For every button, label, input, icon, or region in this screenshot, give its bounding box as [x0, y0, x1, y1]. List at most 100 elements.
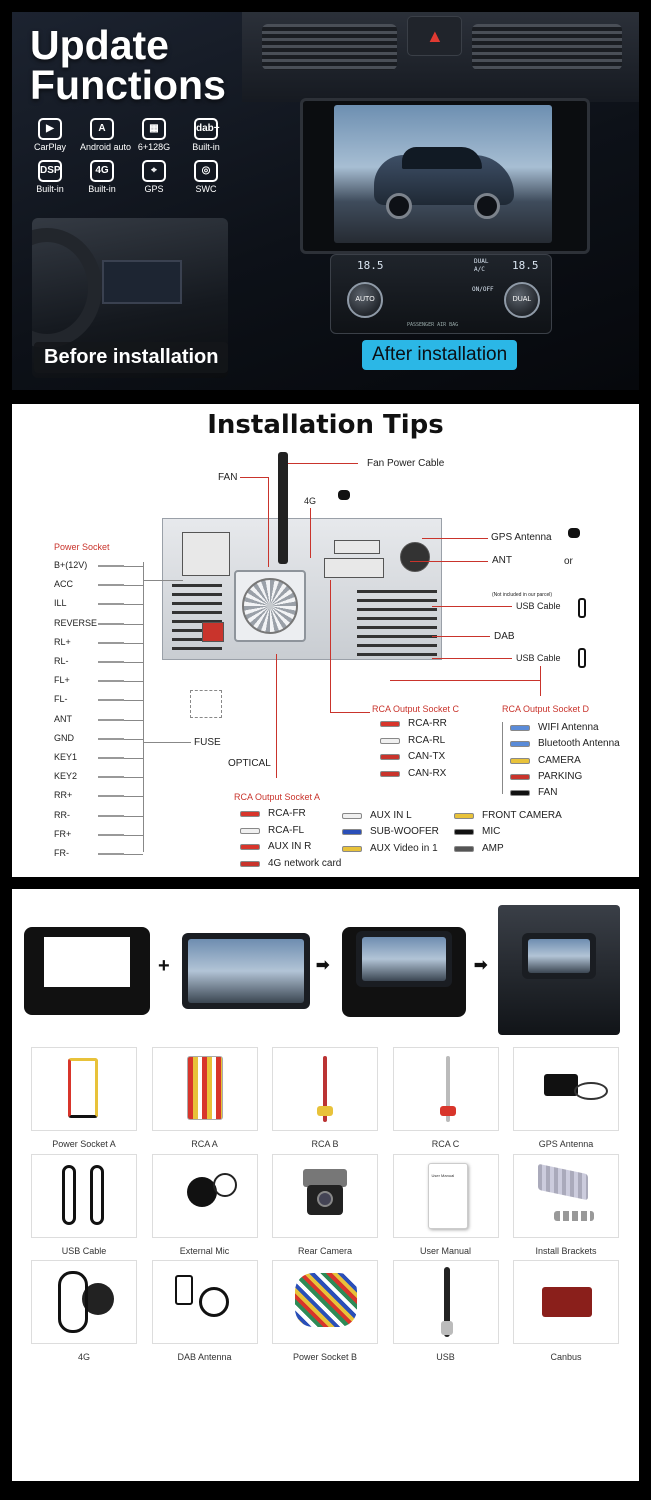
steering-wheel: [32, 228, 102, 348]
rca-c-title: RCA Output Socket C: [372, 704, 460, 714]
rca-b-label: SUB-WOOFER: [370, 826, 439, 838]
on-off-label: ON/OFF: [472, 286, 494, 293]
power-wire-label: RL-: [54, 656, 69, 666]
assembled-radio: [356, 931, 452, 987]
power-wire-label: B+(12V): [54, 560, 88, 570]
accessory-usb-cable: USB Cable: [31, 1153, 137, 1256]
car-wheel-front: [386, 193, 412, 219]
accessory-gps-antenna: GPS Antenna: [513, 1047, 619, 1149]
fan-power-cable-label: Fan Power Cable: [367, 458, 445, 469]
gps-port: [400, 542, 430, 572]
rca-b-label: AUX Video in 1: [370, 842, 438, 854]
power-wire-lead: [124, 604, 143, 606]
usb-cable-2-label: USB Cable: [516, 653, 561, 663]
accessory-dab-antenna: DAB Antenna: [151, 1260, 258, 1362]
power-wire-label: ILL: [54, 598, 67, 609]
not-included-note: (Not included in our parcel): [492, 592, 553, 598]
manual-cover-text: User Manual: [431, 1172, 455, 1178]
gps-antenna-icon: [568, 528, 580, 538]
power-wire-7: [98, 680, 124, 683]
rear-camera-image: [272, 1153, 378, 1238]
rca-d-plug: [510, 741, 530, 748]
power-wire-5: [98, 641, 124, 644]
rca-d-label: CAMERA: [538, 754, 581, 766]
accessory-power-socket-a: Power Socket A: [31, 1047, 137, 1149]
arrow-1: ➡: [316, 957, 330, 974]
auto-knob: AUTO: [347, 282, 383, 318]
power-wire-lead: [124, 662, 143, 663]
accessory-rca-b: RCA B: [272, 1047, 378, 1149]
power-wire-lead: [124, 834, 143, 836]
power-wire-lead: [124, 777, 143, 779]
rca-e-label: MIC: [482, 826, 501, 838]
dash-frame-image: [24, 927, 150, 1015]
accessory-caption: DAB Antenna: [177, 1352, 232, 1362]
rca-d-plug: [510, 757, 530, 764]
rca-a-label: AUX IN R: [268, 841, 312, 852]
installed-radio: [522, 933, 596, 979]
accessory-caption: USB Cable: [61, 1245, 107, 1256]
power-wire-lead: [124, 681, 143, 683]
usb1-line: [432, 606, 512, 607]
gps-antenna-label: GPS Antenna: [491, 532, 552, 543]
rca-a-label: RCA-FL: [268, 824, 305, 836]
power-wire-13: [98, 795, 124, 798]
rca-c-plug: [380, 770, 400, 777]
accessory-rca-c: RCA C: [392, 1047, 499, 1149]
power-wire-9: [98, 718, 124, 721]
power-wire-lead: [124, 642, 143, 644]
power-connector-port: [182, 532, 230, 576]
power-wire-label: FL-: [54, 694, 68, 705]
rca-d-label: WIFI Antenna: [538, 722, 599, 733]
rca-a-title: RCA Output Socket A: [234, 792, 321, 802]
title-line-1: Update: [30, 22, 169, 68]
arrow-2: ➡: [474, 957, 488, 974]
fan-line-v: [268, 477, 269, 567]
dual-label: DUAL: [512, 296, 532, 303]
power-wire-label: REVERSE: [54, 617, 98, 628]
power-wire-label: FR-: [54, 848, 69, 858]
power-wire-label: GND: [54, 732, 74, 743]
installation-tips-panel: Installation Tips Fan Power Cable FAN 4G…: [12, 404, 639, 877]
title-line-2: Functions: [30, 62, 226, 108]
accessory-rca-a: RCA A: [151, 1047, 258, 1149]
feature-label: GPS: [144, 184, 164, 194]
power-wire-6: [98, 661, 124, 663]
rca-b-plug: [342, 829, 362, 836]
before-installation-label: Before installation: [34, 342, 229, 373]
or-label: or: [564, 556, 573, 567]
fan-line-h: [240, 477, 268, 478]
accessory-caption: 4G: [77, 1352, 90, 1362]
steering-wheel-icon: ◎: [194, 160, 218, 182]
new-radio-screen: [334, 105, 552, 243]
fan-power-line: [288, 463, 358, 464]
heat-slots-right: [357, 590, 437, 660]
power-wire-14: [98, 814, 124, 817]
power-socket-b-image: [272, 1260, 378, 1344]
radio-unit-screen: [188, 939, 304, 1003]
dab-antenna-image: [151, 1260, 258, 1344]
rca-connector-ports: [324, 558, 384, 578]
rca-b-plug: [342, 813, 362, 819]
accessory-caption: External Mic: [179, 1245, 230, 1256]
gps-antenna-image: [513, 1047, 619, 1131]
ac-label: A/C: [474, 266, 485, 273]
ant-label: ANT: [492, 555, 512, 566]
rca-c-label: CAN-TX: [408, 751, 446, 762]
dab-line: [432, 636, 490, 637]
user-manual-image: User Manual: [392, 1153, 499, 1238]
fuse-label: FUSE: [194, 737, 221, 748]
car-wheel-rear: [474, 193, 500, 219]
rca-connector-top: [334, 540, 380, 554]
radio-unit-image: [182, 933, 310, 1009]
rca-e-label: FRONT CAMERA: [482, 810, 562, 821]
power-wire-label: KEY2: [54, 771, 78, 782]
accessory-usb: USB: [392, 1260, 499, 1362]
external-mic-image: [151, 1153, 258, 1238]
rca-e-plug: [454, 813, 474, 819]
accessory-caption: GPS Antenna: [538, 1139, 594, 1149]
rca-b-image: [272, 1047, 378, 1131]
installation-tips-title: Installation Tips: [207, 410, 444, 440]
rca-a-plug: [240, 860, 260, 867]
accessory-caption: Power Socket A: [52, 1139, 116, 1149]
